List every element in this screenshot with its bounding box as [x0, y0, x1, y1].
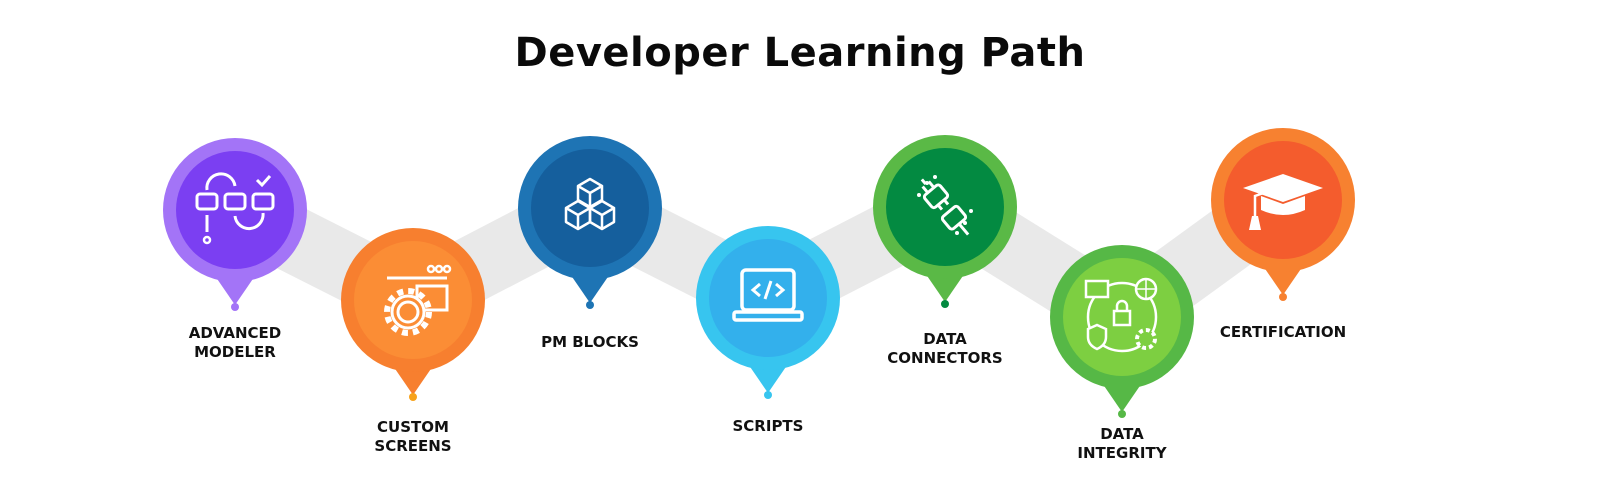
step-label: SCRIPTS: [668, 417, 868, 436]
step-pm blocks: [518, 136, 662, 309]
step-label-line: CONNECTORS: [887, 349, 1003, 367]
pin-dot: [409, 393, 417, 401]
pin-inner-circle: [886, 148, 1004, 266]
cubes-icon: [564, 177, 616, 231]
step-label-line: SCRIPTS: [732, 417, 804, 435]
step-label-line: MODELER: [194, 343, 276, 361]
step-label-line: ADVANCED: [188, 324, 282, 342]
step-data-integrity: [1050, 245, 1194, 418]
step-certification: [1211, 128, 1355, 301]
step-label-line: SCREENS: [374, 437, 452, 455]
pin-inner-circle: [709, 239, 827, 357]
pin-dot: [941, 300, 949, 308]
page-title: Developer Learning Path: [514, 30, 1086, 76]
workflow-icon: [195, 172, 275, 245]
laptop-code-icon: [732, 268, 804, 322]
step-label-line: PM BLOCKS: [541, 333, 639, 351]
step-label-line: DATA: [1100, 425, 1144, 443]
pin-dot: [1118, 410, 1126, 418]
pin-dot: [231, 303, 239, 311]
pin-dot: [1279, 293, 1287, 301]
step-label-line: DATA: [923, 330, 967, 348]
step-data-connectors: [873, 135, 1017, 308]
step-advanced-modeler: [163, 138, 307, 311]
step-custom-screens: [341, 228, 485, 401]
gear-window-icon: [384, 264, 452, 336]
step-label: PM BLOCKS: [490, 333, 690, 352]
security-network-icon: [1084, 277, 1158, 353]
step-label: CERTIFICATION: [1183, 323, 1383, 342]
pin-dot: [586, 301, 594, 309]
pin-dot: [764, 391, 772, 399]
graduation-cap-icon: [1243, 174, 1323, 230]
plug-icon: [917, 175, 973, 236]
step-label-line: INTEGRITY: [1077, 444, 1167, 462]
step-label-line: CERTIFICATION: [1219, 323, 1347, 341]
step-label-line: CUSTOM: [377, 418, 449, 436]
step-scripts: [696, 226, 840, 399]
